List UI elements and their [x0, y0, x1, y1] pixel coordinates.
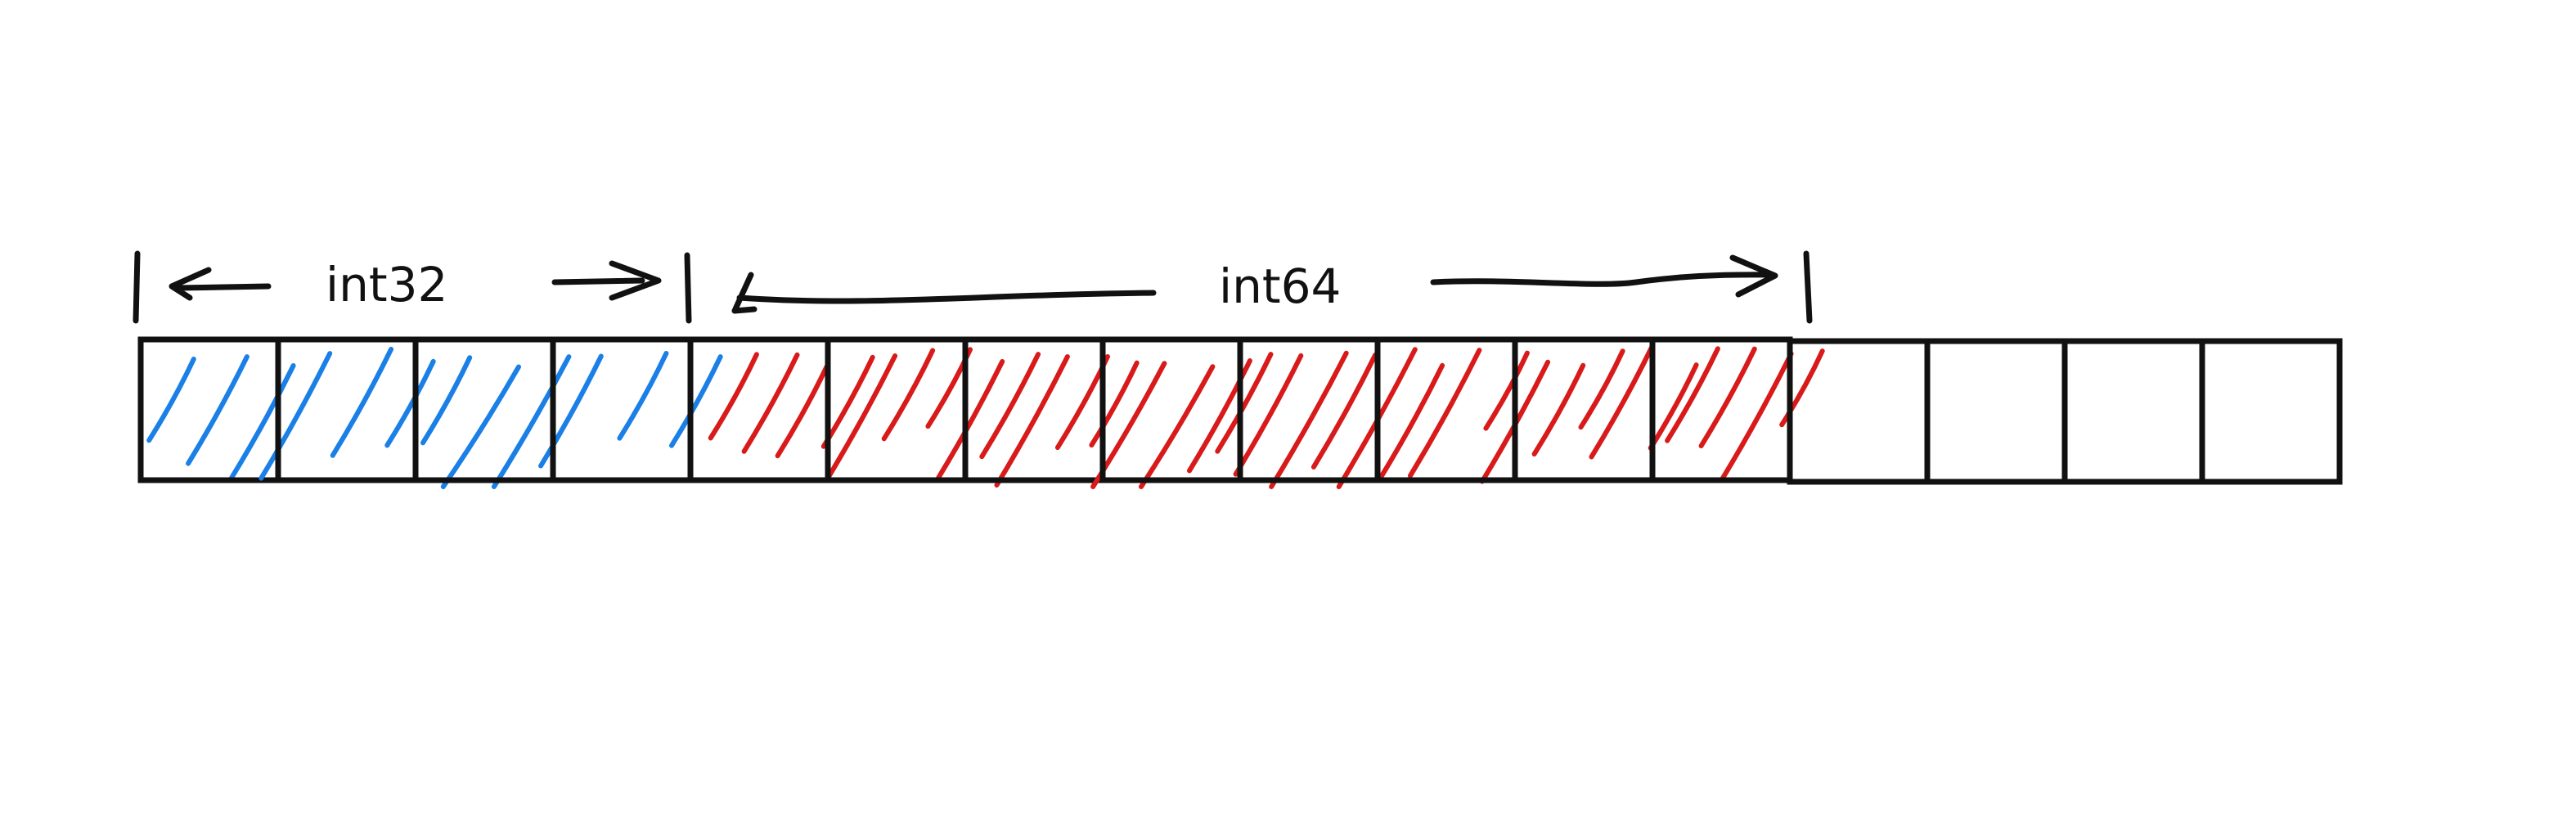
hatch-stroke: [1483, 350, 1530, 431]
hatch-stroke: [1089, 360, 1140, 448]
hatch-stroke: [708, 352, 759, 441]
hatch-stroke: [538, 353, 604, 469]
hatch-stroke: [617, 351, 669, 441]
hatch-stroke: [1408, 348, 1482, 479]
hatch-stroke: [1665, 346, 1720, 443]
hatch-stroke: [1578, 348, 1625, 430]
hatch-stroke: [825, 353, 898, 482]
hatch-stroke: [420, 355, 473, 446]
hatch-stroke: [741, 352, 800, 454]
hatch-stroke: [146, 357, 196, 443]
memory-cell: [1090, 336, 1274, 489]
int32-right-arrow: [551, 260, 662, 301]
hatch-stroke: [1779, 348, 1825, 428]
int32-span: [133, 250, 692, 324]
memory-cells: [137, 336, 2343, 489]
hatch-stroke: [1139, 364, 1216, 489]
hatch-stroke: [669, 354, 723, 448]
hatch-stroke: [186, 354, 250, 466]
hatch-stroke: [994, 354, 1070, 488]
hatch-stroke: [1187, 358, 1252, 474]
memory-cell: [2199, 338, 2343, 485]
int64-right-arrow: [1430, 254, 1778, 298]
int32-label: int32: [326, 257, 447, 312]
int64-label: int64: [1219, 258, 1341, 314]
hatch-stroke: [229, 363, 296, 481]
int64-right-bar: [1803, 250, 1813, 324]
hatch-stroke: [384, 358, 436, 448]
hatch-stroke: [1233, 353, 1304, 477]
int32-left-bar: [133, 250, 141, 324]
int32-left-arrow: [169, 267, 272, 301]
hatch-stroke: [440, 364, 521, 489]
int32-right-bar: [684, 252, 692, 324]
hatch-stroke: [491, 354, 572, 489]
hatch-stroke: [1310, 353, 1378, 470]
hatch-stroke: [330, 346, 394, 458]
hatch-stroke: [881, 348, 936, 442]
hatch-stroke: [1531, 362, 1586, 457]
hatch-stroke: [936, 359, 1005, 480]
hatch-stroke: [979, 352, 1041, 460]
hatch-stroke: [1378, 362, 1445, 480]
hatch-stroke: [1720, 351, 1794, 482]
hatch-stroke: [258, 351, 333, 481]
hatch-stroke: [1648, 362, 1699, 451]
hatch-stroke: [1698, 346, 1757, 449]
hatch-stroke: [1589, 345, 1654, 460]
int64-left-arrow: [731, 272, 1157, 314]
int64-span: [731, 250, 1813, 324]
hatch-stroke: [775, 364, 829, 459]
hatch-stroke: [1215, 352, 1274, 454]
hatch-stroke: [1269, 350, 1349, 489]
cell-outline: [2199, 338, 2343, 485]
